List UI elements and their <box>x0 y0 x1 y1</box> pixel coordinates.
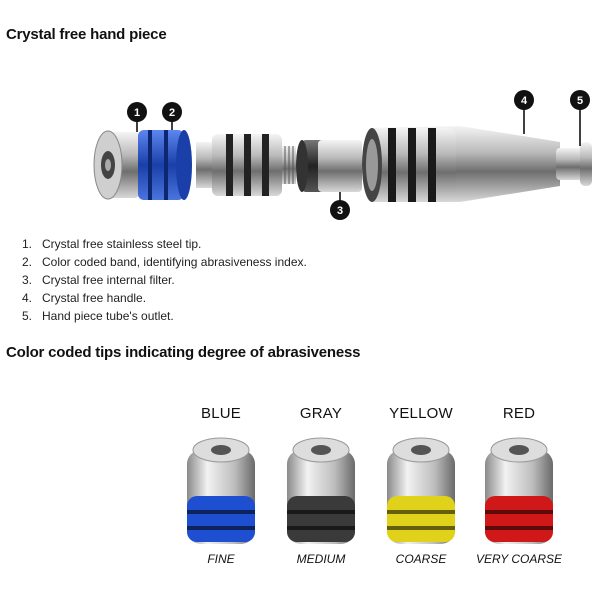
steel-tip-part <box>93 130 140 200</box>
list-item: 3.Crystal free internal filter. <box>21 273 175 287</box>
tip-color-name: YELLOW <box>389 405 453 422</box>
section-title-hand-piece: Crystal free hand piece <box>6 26 167 43</box>
band-stripe <box>485 510 553 514</box>
tube-outlet-part <box>556 142 592 186</box>
callout-5: 5 <box>570 90 590 146</box>
tip-gray: GRAY MEDIUM <box>276 405 366 566</box>
tip-red: RED VERY COARSE <box>474 405 564 566</box>
callout-4: 4 <box>514 90 534 134</box>
hand-piece-diagram: 1 2 3 4 5 <box>93 90 592 220</box>
tip-grade: COARSE <box>395 552 447 566</box>
callout-3: 3 <box>330 192 350 220</box>
list-item: 5.Hand piece tube's outlet. <box>21 309 174 323</box>
tip-grade: FINE <box>207 552 235 566</box>
gray-tip-icon <box>287 437 355 544</box>
tip-grade: VERY COARSE <box>475 552 563 566</box>
handle-part <box>362 126 560 202</box>
band-stripe <box>187 510 255 514</box>
threaded-connector-part <box>196 134 296 196</box>
internal-filter-part <box>296 140 362 192</box>
callout-2: 2 <box>162 102 182 130</box>
band-stripe <box>387 526 455 530</box>
red-tip-icon <box>485 437 553 544</box>
svg-text:1: 1 <box>134 107 140 119</box>
callout-1: 1 <box>127 102 147 132</box>
list-item: 2.Color coded band, identifying abrasive… <box>21 255 307 269</box>
yellow-tip-icon <box>387 437 455 544</box>
tip-color-name: BLUE <box>201 405 241 422</box>
tip-color-name: RED <box>502 405 536 422</box>
band-stripe <box>187 526 255 530</box>
tip-blue: BLUE FINE <box>176 405 266 566</box>
band-stripe <box>387 510 455 514</box>
band-stripe <box>287 510 355 514</box>
band-stripe <box>287 526 355 530</box>
parts-list: 1.Crystal free stainless steel tip. 2.Co… <box>8 235 307 325</box>
tip-grade: MEDIUM <box>296 552 346 566</box>
svg-text:3: 3 <box>337 205 343 217</box>
tip-color-name: GRAY <box>299 405 343 422</box>
svg-text:2: 2 <box>169 107 175 119</box>
svg-text:5: 5 <box>577 95 583 107</box>
list-item: 1.Crystal free stainless steel tip. <box>21 237 202 251</box>
section-title-color-tips: Color coded tips indicating degree of ab… <box>6 344 361 361</box>
list-item: 4.Crystal free handle. <box>21 291 147 305</box>
color-band-part <box>138 130 192 200</box>
band-stripe <box>485 526 553 530</box>
tip-yellow: YELLOW COARSE <box>376 405 466 566</box>
blue-tip-icon <box>187 437 255 544</box>
svg-text:4: 4 <box>521 95 528 107</box>
